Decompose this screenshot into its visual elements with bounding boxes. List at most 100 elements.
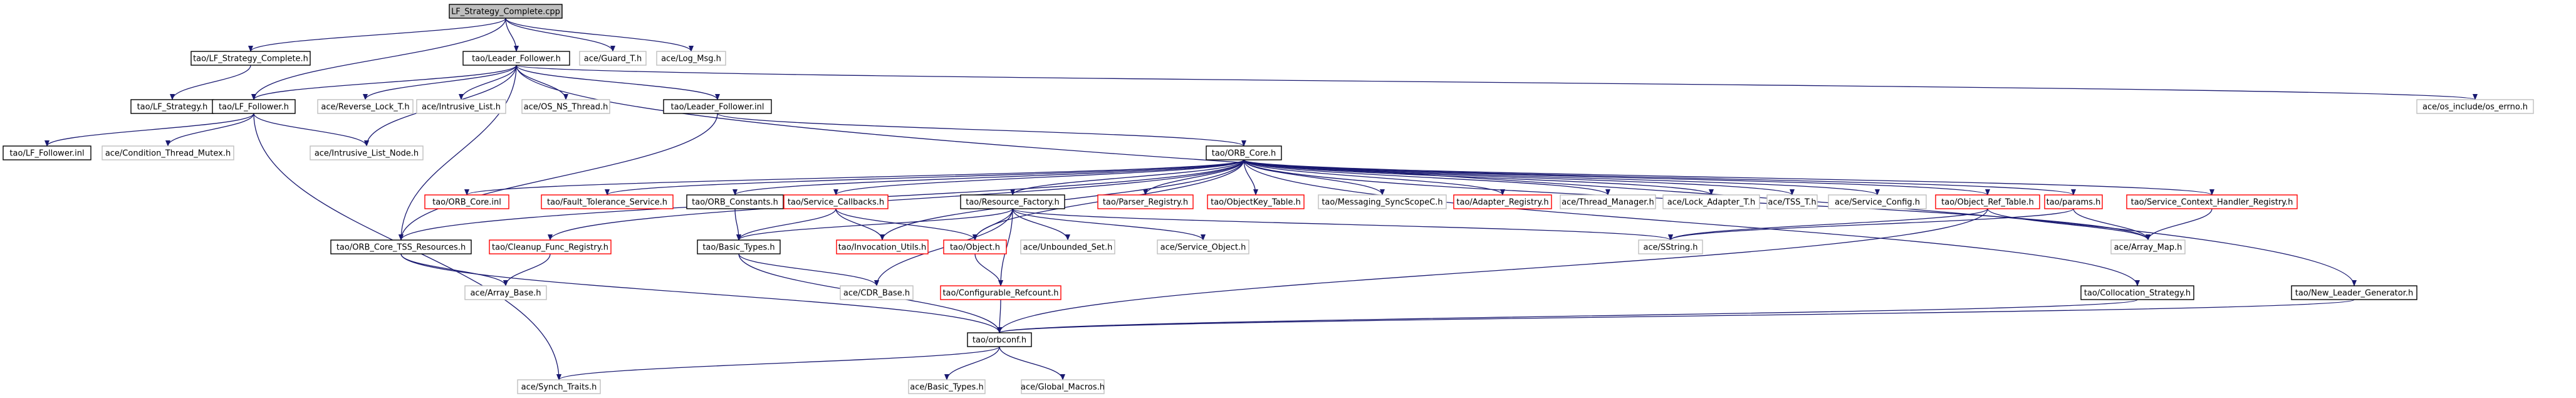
node-basictypes[interactable]: tao/Basic_Types.h [697, 239, 781, 254]
node-label-synch: ace/Synch_Traits.h [521, 383, 597, 392]
node-box-objkey [1207, 194, 1305, 209]
node-label-osns: ace/OS_NS_Thread.h [524, 103, 608, 112]
edge-sch_reg-to-arraymap [2146, 208, 2213, 241]
node-label-cdrbase: ace/CDR_Base.h [843, 289, 910, 298]
node-box-synch [517, 379, 601, 394]
node-tss[interactable]: ace/TSS_T.h [1766, 194, 1818, 209]
node-label-revlock: ace/Reverse_Lock_T.h [321, 103, 409, 112]
node-object[interactable]: tao/Object.h [943, 239, 1007, 254]
edge-basictypes-to-cdrbase [738, 253, 879, 286]
node-intrlist[interactable]: ace/Intrusive_List.h [416, 99, 506, 114]
node-lfsc_h[interactable]: tao/LF_Strategy_Complete.h [190, 51, 311, 66]
edge-lfsc_h-to-lfstrat [170, 65, 251, 100]
node-lf_inl[interactable]: tao/Leader_Follower.inl [663, 99, 772, 114]
node-parser[interactable]: tao/Parser_Registry.h [1097, 194, 1194, 209]
node-orbconf[interactable]: tao/orbconf.h [967, 332, 1032, 347]
node-lffol_inl[interactable]: tao/LF_Follower.inl [3, 145, 91, 160]
node-objref[interactable]: tao/Object_Ref_Table.h [1935, 194, 2040, 209]
node-globmac[interactable]: ace/Global_Macros.h [1021, 379, 1105, 394]
node-newleader[interactable]: tao/New_Leader_Generator.h [2291, 285, 2417, 300]
node-label-thrmgr: ace/Thread_Manager.h [1562, 198, 1654, 207]
node-orbcore[interactable]: tao/ORB_Core.h [1206, 145, 1282, 160]
node-box-resfact [960, 194, 1065, 209]
node-adapter[interactable]: tao/Adapter_Registry.h [1453, 194, 1552, 209]
node-cdrbase[interactable]: ace/CDR_Base.h [840, 285, 914, 300]
edge-orbcore-to-cleanup [548, 159, 1244, 241]
node-label-logmsg: ace/Log_Msg.h [661, 55, 721, 64]
node-osns[interactable]: ace/OS_NS_Thread.h [521, 99, 610, 114]
edge-root-to-lffol_h [251, 18, 506, 100]
edge-tssres-to-orbconf [400, 253, 1002, 333]
node-box-invutils [836, 239, 929, 254]
node-box-colloc [2080, 285, 2194, 300]
node-msgsync[interactable]: tao/Messaging_SyncScopeC.h [1318, 194, 1447, 209]
node-intrnode[interactable]: ace/Intrusive_List_Node.h [310, 145, 424, 160]
edge-orbcore-to-resfact [1010, 159, 1244, 196]
node-sstring[interactable]: ace/SString.h [1638, 239, 1703, 254]
edge-lf_h-to-osns [516, 65, 568, 100]
node-ftsvc[interactable]: tao/Fault_Tolerance_Service.h [541, 194, 674, 209]
node-label-cleanup: tao/Cleanup_Func_Registry.h [492, 243, 608, 253]
node-condmutex[interactable]: ace/Condition_Thread_Mutex.h [102, 145, 234, 160]
node-orbconst[interactable]: tao/ORB_Constants.h [686, 194, 784, 209]
node-lffol_h[interactable]: tao/LF_Follower.h [212, 99, 296, 114]
node-logmsg[interactable]: ace/Log_Msg.h [656, 51, 726, 66]
node-label-errno: ace/os_include/os_errno.h [2422, 103, 2528, 112]
node-box-adapter [1453, 194, 1552, 209]
node-errno[interactable]: ace/os_include/os_errno.h [2416, 99, 2534, 114]
edge-orbconf-to-globmac [999, 346, 1065, 380]
node-box-globmac [1021, 379, 1105, 394]
node-svcobj[interactable]: ace/Service_Object.h [1157, 239, 1249, 254]
edge-orbconf-to-basicty_ace [944, 346, 1000, 380]
node-arraybase[interactable]: ace/Array_Base.h [464, 285, 547, 300]
node-params[interactable]: tao/params.h [2044, 194, 2103, 209]
node-guard[interactable]: ace/Guard_T.h [579, 51, 647, 66]
node-box-orbcore_inl [424, 194, 509, 209]
node-cleanup[interactable]: tao/Cleanup_Func_Registry.h [489, 239, 612, 254]
node-lfstrat[interactable]: tao/LF_Strategy.h [130, 99, 214, 114]
node-box-lfsc_h [190, 51, 311, 66]
node-colloc[interactable]: tao/Collocation_Strategy.h [2080, 285, 2194, 300]
node-box-root [449, 4, 563, 19]
node-box-object [943, 239, 1007, 254]
node-tssres[interactable]: tao/ORB_Core_TSS_Resources.h [330, 239, 472, 254]
node-label-svccb: tao/Service_Callbacks.h [788, 198, 884, 207]
node-synch[interactable]: ace/Synch_Traits.h [517, 379, 601, 394]
node-svccfg[interactable]: ace/Service_Config.h [1828, 194, 1927, 209]
node-lf_h[interactable]: tao/Leader_Follower.h [462, 51, 570, 66]
edge-orbcore-to-lockadp [1243, 159, 1714, 196]
node-label-orbconst: tao/ORB_Constants.h [692, 198, 778, 207]
node-label-tssres: tao/ORB_Core_TSS_Resources.h [336, 243, 466, 253]
node-arraymap[interactable]: ace/Array_Map.h [2110, 239, 2186, 254]
node-box-ftsvc [541, 194, 674, 209]
edge-root-to-guard [505, 18, 615, 52]
node-confref[interactable]: tao/Configurable_Refcount.h [940, 285, 1061, 300]
node-lockadp[interactable]: ace/Lock_Adapter_T.h [1662, 194, 1760, 209]
node-label-objkey: tao/ObjectKey_Table.h [1211, 198, 1301, 207]
node-box-parser [1097, 194, 1194, 209]
edge-params-to-arraymap [2073, 208, 2151, 241]
node-revlock[interactable]: ace/Reverse_Lock_T.h [317, 99, 414, 114]
node-sch_reg[interactable]: tao/Service_Context_Handler_Registry.h [2126, 194, 2298, 209]
edge-objref-to-orbconf [997, 208, 1988, 333]
node-thrmgr[interactable]: ace/Thread_Manager.h [1560, 194, 1656, 209]
node-box-logmsg [656, 51, 726, 66]
node-resfact[interactable]: tao/Resource_Factory.h [960, 194, 1065, 209]
node-invutils[interactable]: tao/Invocation_Utils.h [836, 239, 929, 254]
node-label-sch_reg: tao/Service_Context_Handler_Registry.h [2131, 198, 2293, 207]
edge-orbcore-to-objkey [1243, 159, 1258, 196]
node-basicty_ace[interactable]: ace/Basic_Types.h [908, 379, 986, 394]
node-box-errno [2416, 99, 2534, 114]
node-orbcore_inl[interactable]: tao/ORB_Core.inl [424, 194, 509, 209]
edge-orbcore-to-params [1243, 159, 2076, 196]
node-svccb[interactable]: tao/Service_Callbacks.h [783, 194, 889, 209]
node-label-basicty_ace: ace/Basic_Types.h [910, 383, 983, 392]
node-box-svcobj [1157, 239, 1249, 254]
edge-resfact-to-object [973, 208, 1013, 241]
edge-lffol_h-to-lffol_inl [44, 113, 254, 147]
nodes-layer: LF_Strategy_Complete.cpptao/LF_Strategy_… [3, 4, 2534, 394]
node-label-unbset: ace/Unbounded_Set.h [1023, 243, 1113, 253]
node-objkey[interactable]: tao/ObjectKey_Table.h [1207, 194, 1305, 209]
node-unbset[interactable]: ace/Unbounded_Set.h [1020, 239, 1115, 254]
node-box-lffol_h [212, 99, 296, 114]
